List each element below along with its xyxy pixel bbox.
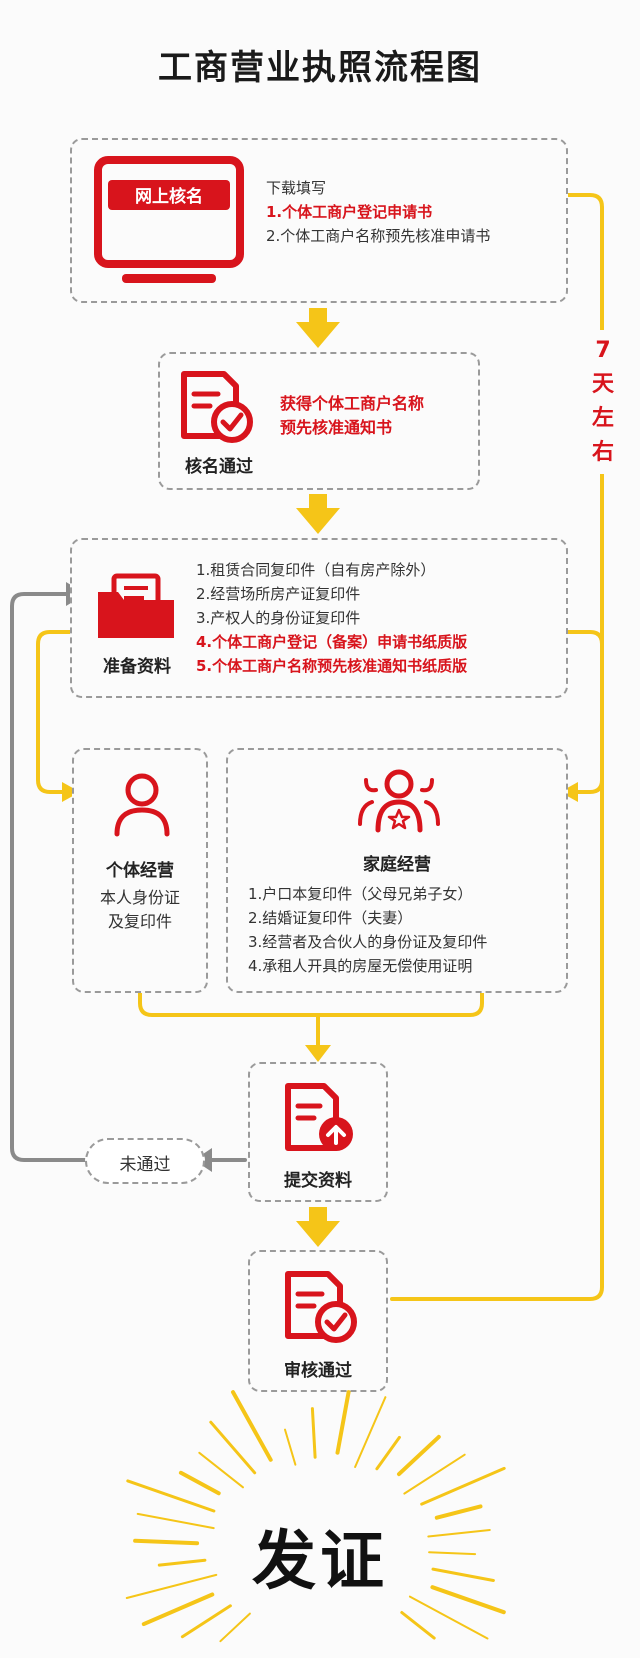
burst-ray — [400, 1611, 436, 1640]
review-passed-box: 审核通过 — [248, 1250, 388, 1392]
folder-icon — [98, 573, 174, 638]
submit-label: 提交资料 — [284, 1171, 352, 1191]
burst-ray — [178, 1470, 221, 1496]
prepare-materials-box: 准备资料 1.租赁合同复印件（自有房产除外） 2.经营场所房产证复印件 3.产权… — [70, 538, 568, 698]
not-passed-label: 未通过 — [119, 1155, 171, 1175]
document-check-icon — [181, 371, 253, 443]
prepare-item-1: 1.租赁合同复印件（自有房产除外） — [196, 561, 436, 579]
burst-ray — [126, 1479, 216, 1513]
online-item-2: 2.个体工商户名称预先核准申请书 — [266, 227, 491, 245]
prepare-label: 准备资料 — [103, 657, 171, 677]
burst-ray — [125, 1573, 218, 1599]
monitor-icon — [94, 156, 244, 283]
individual-business-box: 个体经营 本人身份证 及复印件 — [72, 748, 208, 993]
burst-ray — [231, 1390, 273, 1462]
burst-ray — [408, 1595, 489, 1640]
page-title: 工商营业执照流程图 — [158, 48, 482, 88]
prepare-item-4: 4.个体工商户登记（备案）申请书纸质版 — [196, 633, 468, 651]
burst-ray — [219, 1612, 251, 1643]
screen-label: 网上核名 — [135, 187, 203, 207]
family-item-2: 2.结婚证复印件（夫妻） — [248, 909, 413, 927]
review-label: 审核通过 — [284, 1361, 352, 1381]
prepare-item-3: 3.产权人的身份证复印件 — [196, 609, 361, 627]
burst-ray — [198, 1451, 244, 1489]
burst-ray — [209, 1420, 257, 1475]
online-heading: 下载填写 — [266, 179, 327, 197]
burst-ray — [427, 1529, 491, 1538]
individual-label: 个体经营 — [106, 861, 174, 881]
burst-ray — [434, 1504, 483, 1520]
document-upload-icon — [285, 1083, 353, 1151]
family-item-1: 1.户口本复印件（父母兄弟子女） — [248, 885, 473, 903]
burst-ray — [133, 1538, 200, 1546]
burst-ray — [428, 1551, 477, 1556]
burst-ray — [420, 1466, 506, 1506]
seven-days-char-4: 右 — [591, 440, 614, 465]
family-business-box: 家庭经营 1.户口本复印件（父母兄弟子女） 2.结婚证复印件（夫妻） 3.经营者… — [226, 748, 568, 993]
not-passed-box: 未通过 — [85, 1138, 205, 1184]
seven-days-label: 7 天 左 右 — [588, 330, 618, 474]
individual-desc-line1: 本人身份证 — [99, 888, 180, 907]
seven-days-char-3: 左 — [591, 406, 614, 431]
seven-days-char-2: 天 — [591, 372, 614, 397]
approved-note-line2: 预先核准通知书 — [280, 418, 393, 437]
family-label: 家庭经营 — [363, 855, 431, 875]
burst-ray — [431, 1567, 495, 1582]
prepare-item-2: 2.经营场所房产证复印件 — [196, 585, 361, 603]
online-item-1: 1.个体工商户登记申请书 — [266, 203, 433, 221]
family-item-4: 4.承租人开具的房屋无偿使用证明 — [248, 957, 473, 975]
burst-ray — [157, 1558, 207, 1567]
review-check-icon — [285, 1271, 357, 1343]
online-name-check-box: 网上核名 下载填写 1.个体工商户登记申请书 2.个体工商户名称预先核准申请书 — [70, 138, 568, 303]
issue-license-label: 发证 — [252, 1525, 388, 1599]
seven-days-char-1: 7 — [595, 338, 611, 363]
burst-ray — [141, 1592, 215, 1627]
screen-label-bg — [108, 180, 230, 210]
individual-desc-line2: 及复印件 — [107, 912, 172, 931]
burst-ray — [136, 1512, 215, 1530]
burst-ray — [180, 1604, 232, 1639]
burst-ray — [284, 1428, 297, 1466]
burst-ray — [403, 1453, 466, 1495]
approved-note-line1: 获得个体工商户名称 — [280, 394, 425, 413]
burst-ray — [354, 1396, 387, 1468]
name-approved-label: 核名通过 — [185, 457, 253, 477]
burst-ray — [430, 1585, 506, 1615]
person-icon — [114, 773, 170, 837]
prepare-item-5: 5.个体工商户名称预先核准通知书纸质版 — [196, 657, 468, 675]
burst-ray — [375, 1435, 401, 1471]
submit-materials-box: 提交资料 — [248, 1062, 388, 1202]
family-icon — [358, 769, 440, 833]
burst-ray — [310, 1407, 317, 1459]
burst-ray — [335, 1390, 351, 1455]
name-approved-box: 核名通过 获得个体工商户名称 预先核准通知书 — [158, 352, 480, 490]
family-item-3: 3.经营者及合伙人的身份证及复印件 — [248, 933, 488, 951]
burst-ray — [397, 1434, 441, 1477]
